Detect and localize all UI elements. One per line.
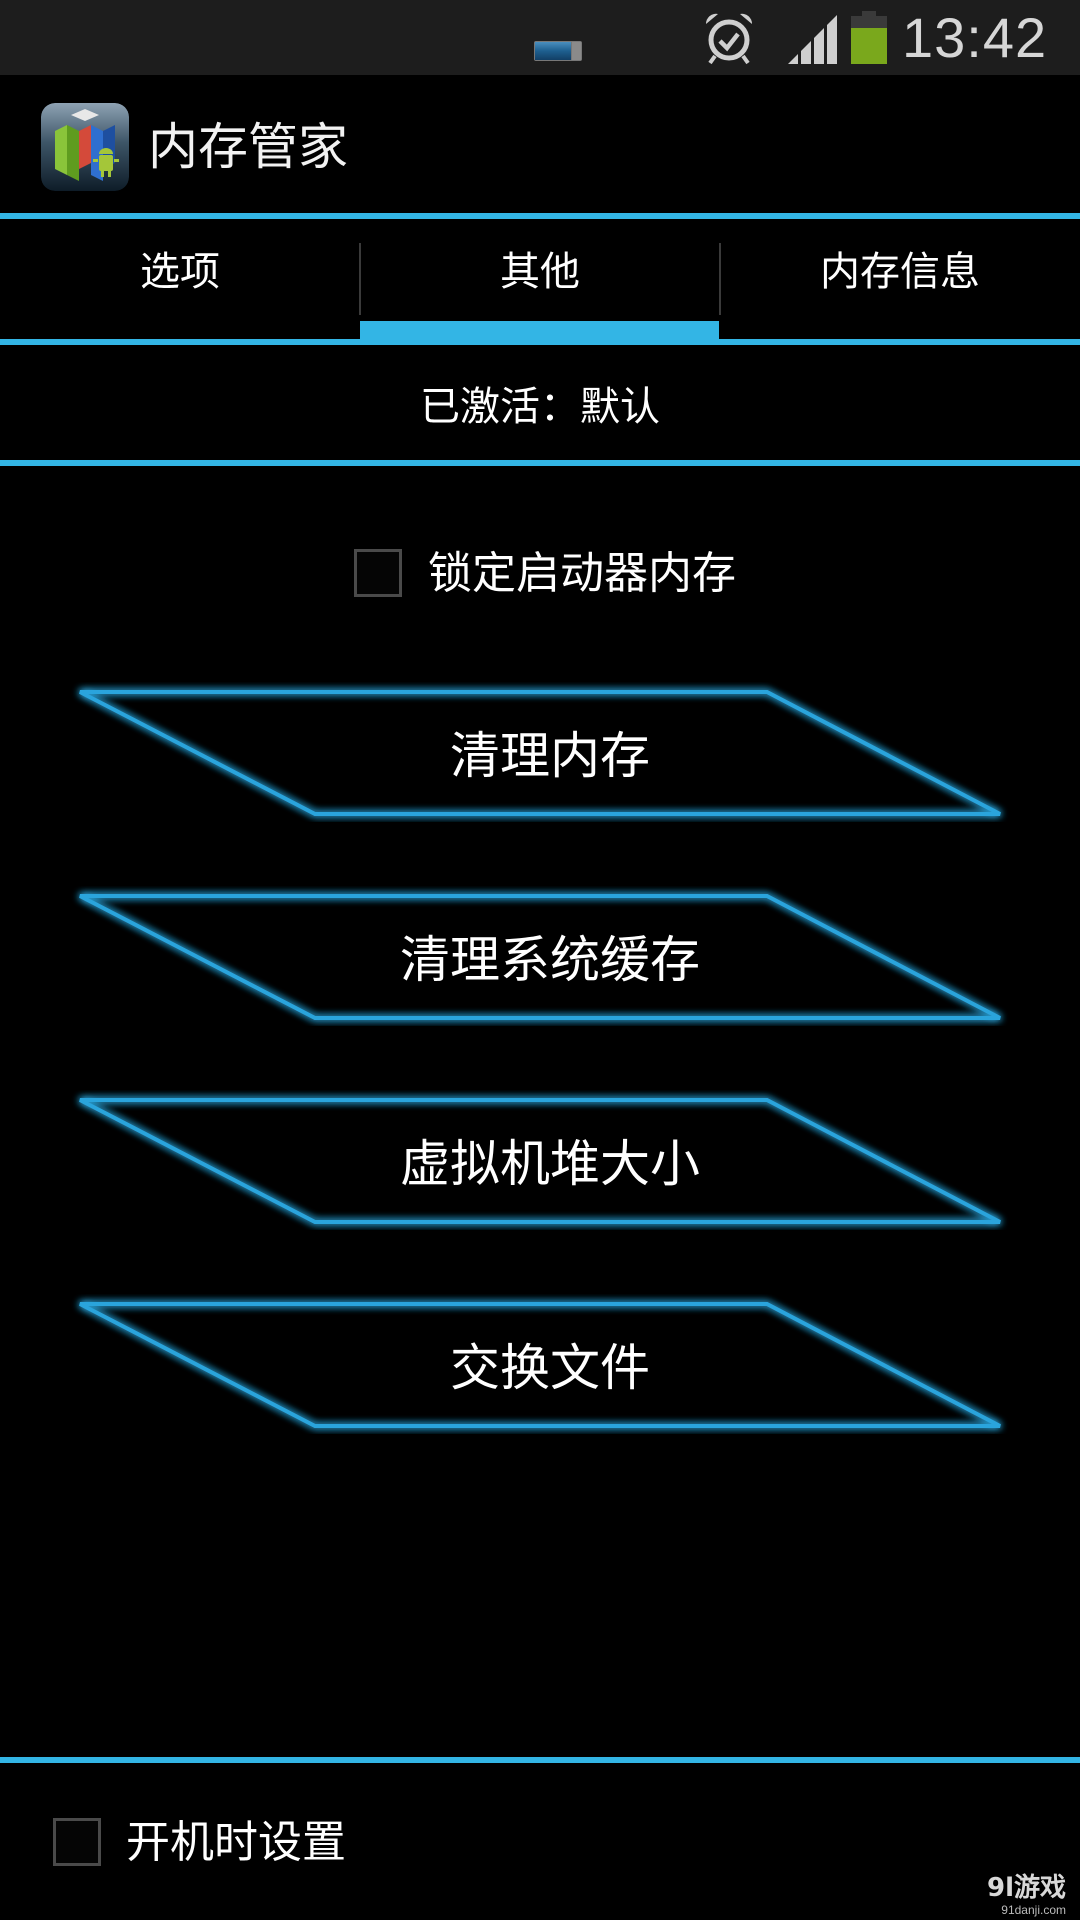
clean-memory-button[interactable]: 清理内存 <box>60 682 1020 822</box>
app-title: 内存管家 <box>148 118 348 176</box>
action-bar: 内存管家 <box>0 75 1080 213</box>
tab-label: 内存信息 <box>820 249 980 295</box>
tab-label: 选项 <box>140 249 220 295</box>
app-icon[interactable] <box>41 103 129 191</box>
tab-separator <box>719 243 721 315</box>
parallelogram-frame-icon <box>79 894 1001 1020</box>
battery-icon <box>851 11 887 64</box>
clock: 13:42 <box>902 6 1048 69</box>
tab-label: 其他 <box>500 249 580 295</box>
footer-divider <box>0 1757 1080 1763</box>
activation-status: 已激活：默认 <box>420 383 660 430</box>
watermark-logo: 9l游戏 <box>986 1873 1066 1903</box>
lock-launcher-label[interactable]: 锁定启动器内存 <box>428 548 736 599</box>
alarm-icon <box>705 13 753 65</box>
signal-icon <box>788 15 837 64</box>
vm-heap-size-button[interactable]: 虚拟机堆大小 <box>60 1090 1020 1230</box>
set-on-boot-label[interactable]: 开机时设置 <box>126 1817 346 1868</box>
clean-system-cache-button[interactable]: 清理系统缓存 <box>60 886 1020 1026</box>
parallelogram-frame-icon <box>79 1302 1001 1428</box>
lock-launcher-checkbox[interactable] <box>354 549 402 597</box>
parallelogram-frame-icon <box>79 690 1001 816</box>
status-divider <box>0 460 1080 466</box>
button-label: 清理内存 <box>450 727 650 785</box>
parallelogram-frame-icon <box>79 1098 1001 1224</box>
header-divider <box>0 213 1080 219</box>
status-bar: 13:42 <box>0 0 1080 75</box>
tab-options[interactable]: 选项 <box>0 219 360 339</box>
tabs-divider <box>0 339 1080 345</box>
tab-bar: 选项 其他 内存信息 <box>0 219 1080 339</box>
set-on-boot-checkbox[interactable] <box>53 1818 101 1866</box>
tab-memory-info[interactable]: 内存信息 <box>720 219 1080 339</box>
swap-file-button[interactable]: 交换文件 <box>60 1294 1020 1434</box>
watermark-url: 91danji.com <box>1001 1903 1066 1917</box>
button-label: 清理系统缓存 <box>400 931 700 989</box>
tab-other[interactable]: 其他 <box>360 219 720 339</box>
button-label: 交换文件 <box>450 1339 650 1397</box>
tab-separator <box>359 243 361 315</box>
watermark: 9l游戏 91danji.com <box>970 1873 1080 1917</box>
button-label: 虚拟机堆大小 <box>400 1135 700 1193</box>
notification-battery-icon <box>534 41 582 61</box>
active-tab-indicator <box>360 321 719 339</box>
